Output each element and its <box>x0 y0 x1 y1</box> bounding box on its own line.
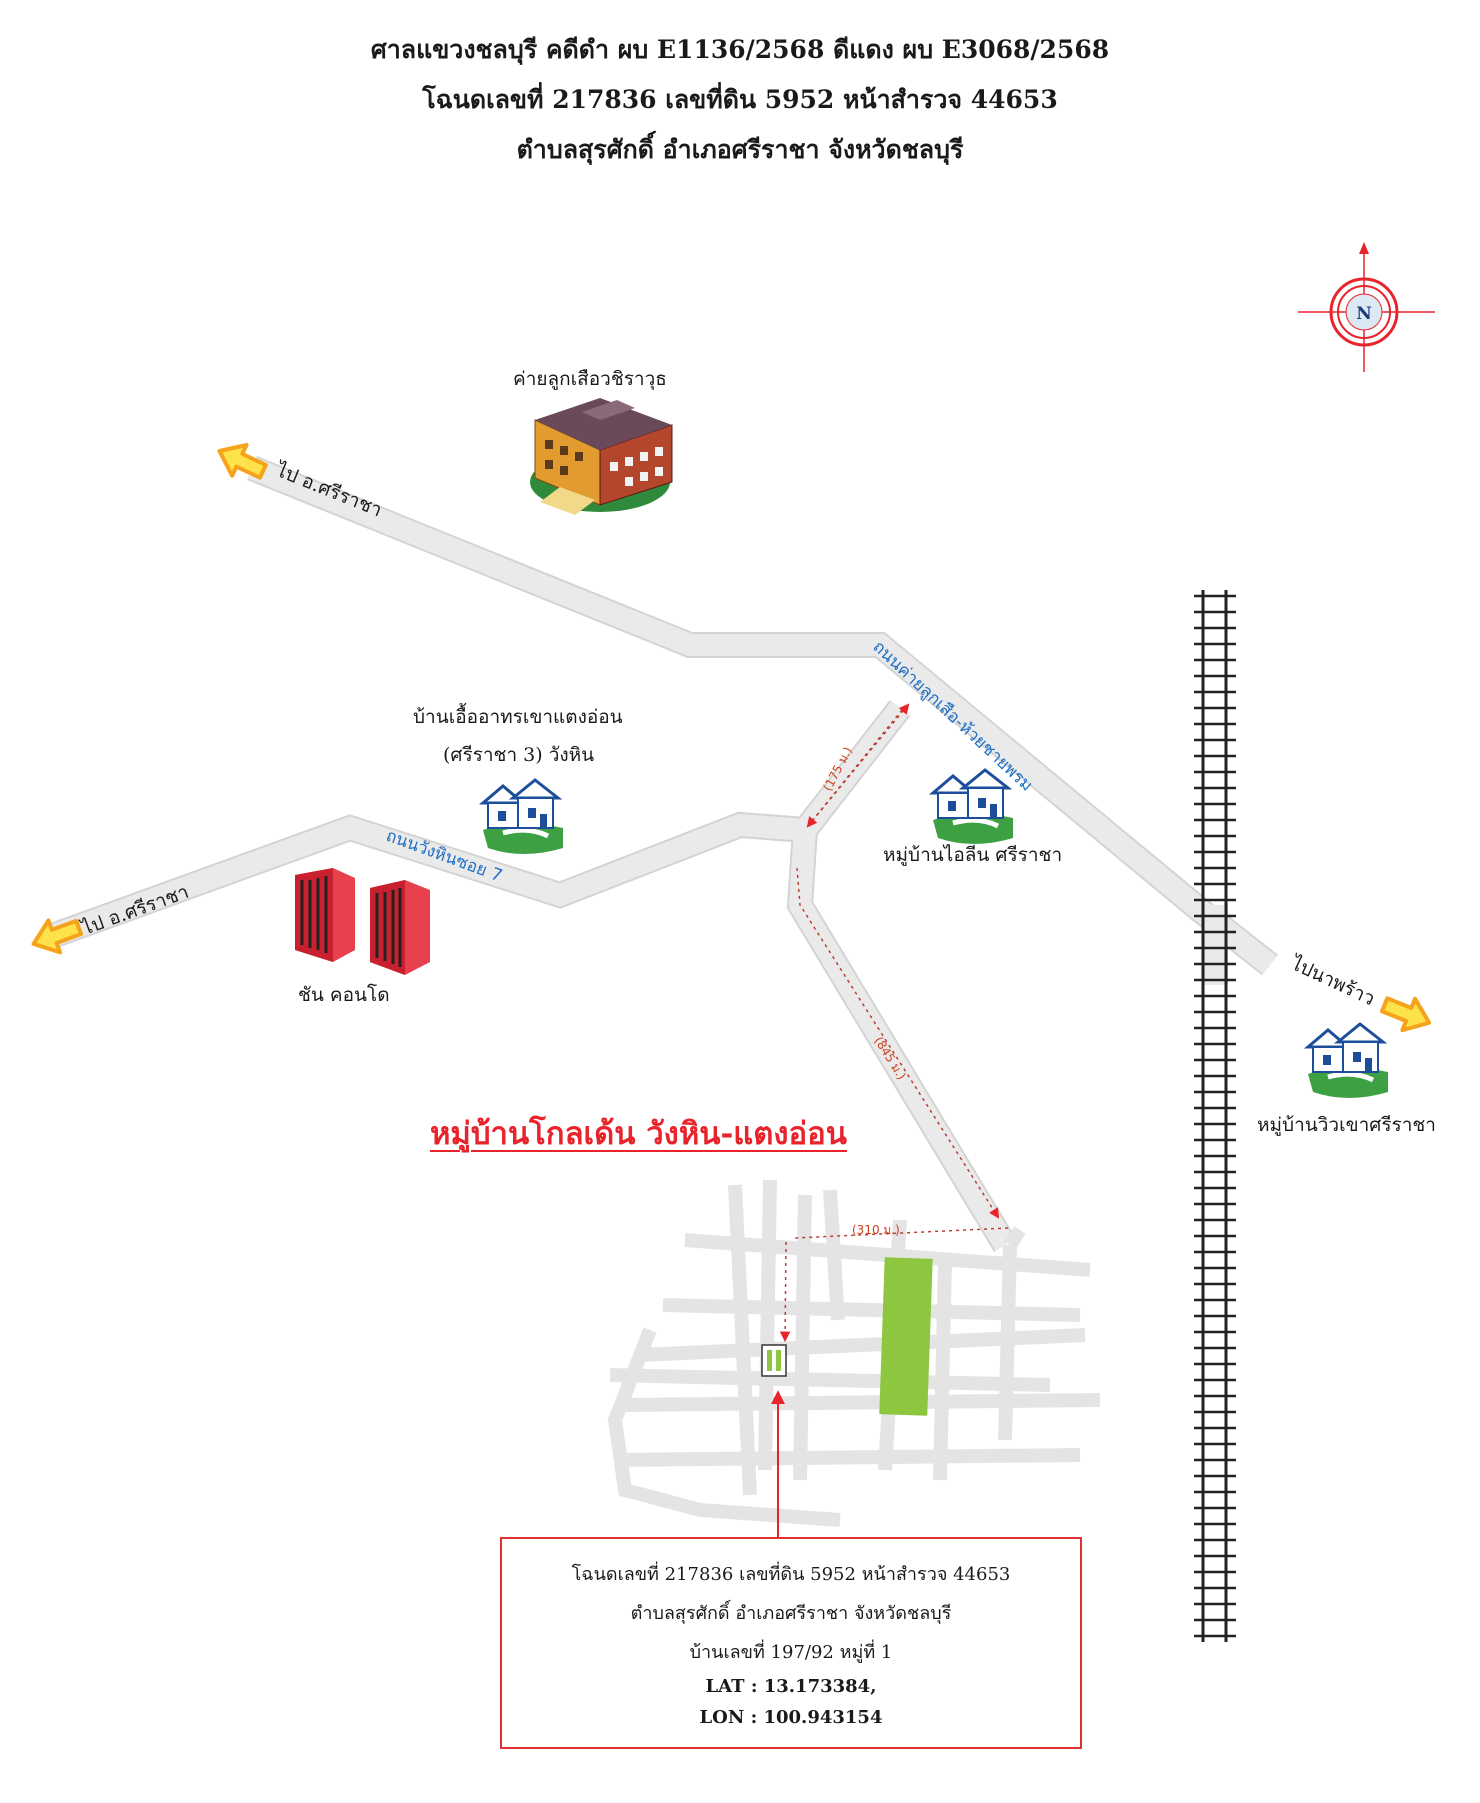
school-building-icon <box>530 398 673 515</box>
header-line-3: ตำบลสุรศักดิ์ อำเภอศรีราชา จังหวัดชลบุรี <box>516 135 964 164</box>
label-view-village: หมู่บ้านวิวเขาศรีราชา <box>1257 1114 1436 1136</box>
header-line-1: ศาลแขวงชลบุรี คดีดำ ผบ E1136/2568 ดีแดง … <box>370 35 1110 64</box>
route-guides <box>779 703 1009 1343</box>
info-line-location: ตำบลสุรศักดิ์ อำเภอศรีราชา จังหวัดชลบุรี <box>630 1602 952 1624</box>
label-housing-line-2: (ศรีราชา 3) วังหิน <box>443 744 595 766</box>
arrow-icon-e <box>1379 996 1432 1033</box>
info-line-lon: LON : 100.943154 <box>699 1706 883 1728</box>
label-scout-camp: ค่ายลูกเสือวชิราวุธ <box>513 368 667 390</box>
info-line-lat: LAT : 13.173384, <box>705 1675 877 1697</box>
green-plot <box>879 1257 933 1416</box>
info-line-house-number: บ้านเลขที่ 197/92 หมู่ที่ 1 <box>689 1641 893 1663</box>
village-title: หมู่บ้านโกลเด้น วังหิน-แตงอ่อน <box>430 1116 847 1152</box>
railway-icon <box>1194 590 1236 1642</box>
compass-north-label: N <box>1356 304 1372 324</box>
label-housing-line-1: บ้านเอื้ออาทรเขาแตงอ่อน <box>413 706 623 728</box>
house-icon-ilin <box>928 768 1013 844</box>
house-icon-housing <box>478 778 563 854</box>
label-ilin-village: หมู่บ้านไอลีน ศรีราชา <box>883 844 1063 866</box>
arrow-icon-w <box>31 918 84 955</box>
label-condo: ชัน คอนโด <box>298 984 390 1006</box>
house-icon-view <box>1303 1022 1388 1098</box>
distance-label-3: (310 ม.) <box>852 1223 900 1237</box>
header-line-2: โฉนดเลขที่ 217836 เลขที่ดิน 5952 หน้าสำร… <box>422 85 1058 114</box>
arrow-icon-nw <box>217 442 268 480</box>
property-marker-icon <box>761 1344 787 1377</box>
condo-building-icon <box>295 868 430 975</box>
direction-label-e: ไปนาพร้าว <box>1286 952 1378 1011</box>
info-box: โฉนดเลขที่ 217836 เลขที่ดิน 5952 หน้าสำร… <box>500 1537 1082 1749</box>
compass-icon <box>1298 242 1435 372</box>
village-road-grid <box>607 1179 1101 1527</box>
info-line-title-deed: โฉนดเลขที่ 217836 เลขที่ดิน 5952 หน้าสำร… <box>571 1563 1011 1585</box>
